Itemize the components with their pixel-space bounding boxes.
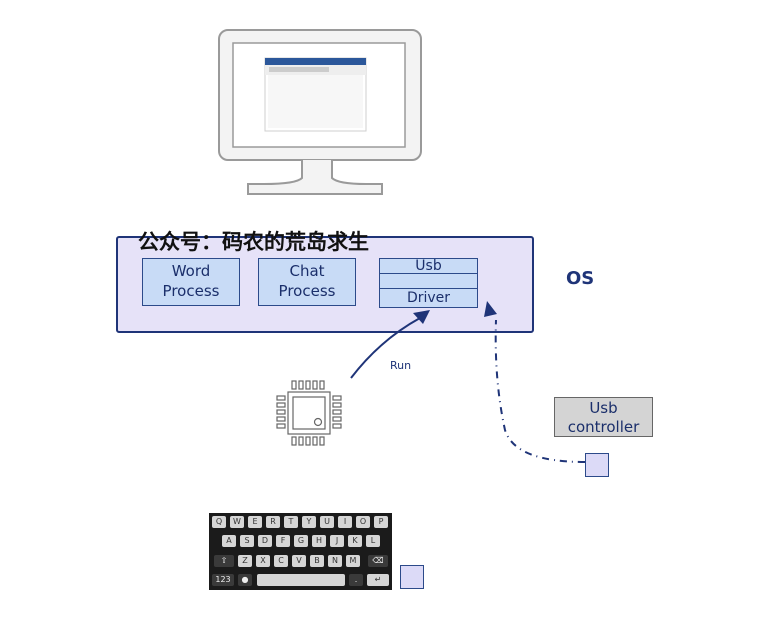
usb-controller-line1: Usb bbox=[589, 399, 618, 417]
key-u: U bbox=[320, 516, 334, 528]
key-v: V bbox=[292, 555, 306, 567]
key-i: I bbox=[338, 516, 352, 528]
watermark-text: 公众号：码农的荒岛求生 bbox=[138, 230, 369, 254]
key-n: N bbox=[328, 555, 342, 567]
key-y: Y bbox=[302, 516, 316, 528]
usb-layer-label: Usb bbox=[415, 258, 442, 274]
key-p: P bbox=[374, 516, 388, 528]
key-b: B bbox=[310, 555, 324, 567]
key-x: X bbox=[256, 555, 270, 567]
key-l: L bbox=[366, 535, 380, 547]
word-process-line1: Word bbox=[171, 262, 211, 280]
run-label: Run bbox=[390, 359, 412, 372]
driver-layer: Driver bbox=[379, 288, 478, 308]
chat-process-box: Chat Process bbox=[258, 258, 356, 306]
run-arrow bbox=[350, 317, 421, 379]
numbers-key: 123 bbox=[212, 574, 234, 586]
key-f: F bbox=[276, 535, 290, 547]
os-label: OS bbox=[566, 268, 595, 289]
enter-key: ↵ bbox=[367, 574, 389, 586]
monitor-icon bbox=[218, 29, 422, 195]
key-k: K bbox=[348, 535, 362, 547]
key-a: A bbox=[222, 535, 236, 547]
key-s: S bbox=[240, 535, 254, 547]
usb-signal-arrow bbox=[494, 319, 586, 463]
key-g: G bbox=[294, 535, 308, 547]
keyboard-device-square bbox=[400, 565, 424, 589]
key-w: W bbox=[230, 516, 244, 528]
run-arrowhead bbox=[413, 310, 430, 324]
key-j: J bbox=[330, 535, 344, 547]
chat-process-line1: Chat bbox=[289, 262, 325, 280]
key-m: M bbox=[346, 555, 360, 567]
usb-controller-line2: controller bbox=[567, 418, 640, 436]
key-e: E bbox=[248, 516, 262, 528]
microphone-icon: ● bbox=[238, 574, 252, 586]
usb-controller-box: Usb controller bbox=[554, 397, 653, 437]
word-process-line2: Process bbox=[162, 282, 220, 300]
cpu-chip-icon bbox=[276, 380, 342, 446]
key-d: D bbox=[258, 535, 272, 547]
key-o: O bbox=[356, 516, 370, 528]
driver-layer-label: Driver bbox=[406, 290, 451, 306]
key-z: Z bbox=[238, 555, 252, 567]
key-h: H bbox=[312, 535, 326, 547]
chat-process-line2: Process bbox=[278, 282, 336, 300]
key-t: T bbox=[284, 516, 298, 528]
backspace-key: ⌫ bbox=[368, 555, 388, 567]
space-key bbox=[257, 574, 345, 586]
key-q: Q bbox=[212, 516, 226, 528]
word-process-box: Word Process bbox=[142, 258, 240, 306]
usb-device-square bbox=[585, 453, 609, 477]
usb-signal-arrowhead bbox=[484, 301, 497, 317]
key-r: R bbox=[266, 516, 280, 528]
shift-key: ⇧ bbox=[214, 555, 234, 567]
dot-key: . bbox=[349, 574, 363, 586]
key-c: C bbox=[274, 555, 288, 567]
